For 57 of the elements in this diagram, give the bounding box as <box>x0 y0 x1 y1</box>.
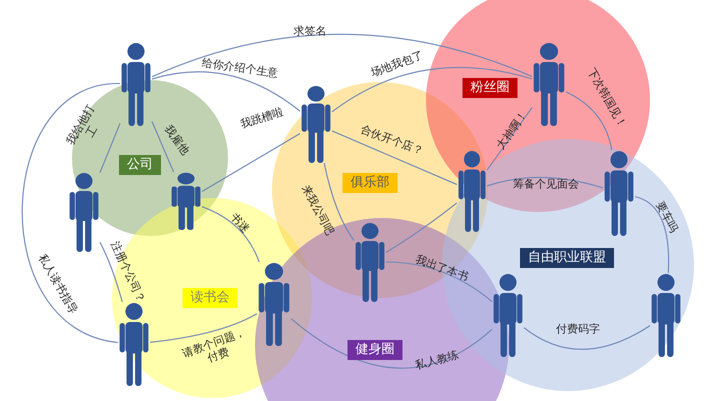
person-icon <box>354 222 386 302</box>
person-icon <box>257 262 291 346</box>
connector-line <box>100 123 120 173</box>
edge-label: 私人读书指导 <box>36 252 80 316</box>
connector-line <box>152 121 174 172</box>
group-label: 健身圈 <box>348 340 402 360</box>
connector-line <box>332 66 532 112</box>
edge-label: 求签名 <box>294 24 326 38</box>
person-icon <box>118 302 150 386</box>
edge-label: 给你介绍个生意 <box>200 56 280 80</box>
edge-label: 我雇他 <box>162 122 192 158</box>
person-icon <box>300 85 332 163</box>
connector-line <box>290 318 492 369</box>
connector-line <box>152 34 532 78</box>
edge-label: 场地我包了 <box>368 48 426 80</box>
person-icon <box>68 172 100 252</box>
edge-label: 我跳槽啦 <box>239 105 285 131</box>
edge-label: 书迷 <box>228 210 252 236</box>
connector-line <box>386 261 492 302</box>
person-icon <box>603 150 635 236</box>
edge-label: 我出了本书 <box>414 252 470 284</box>
connector-line <box>486 176 604 188</box>
edge-label: 筹备个见面会 <box>513 178 579 190</box>
person-icon <box>120 42 152 126</box>
connector-line <box>486 107 532 170</box>
edge-label: 合伙开个店？ <box>358 122 426 158</box>
connector-line <box>202 206 260 262</box>
edge-label: 来我公司吧 <box>299 182 337 238</box>
edge-label: 大神啊！ <box>494 108 530 152</box>
group-label: 读书会 <box>182 288 238 308</box>
connector-line <box>22 83 120 344</box>
connector-line <box>386 202 458 253</box>
connector-line <box>152 71 300 112</box>
edge-label: 下次韩国见！ <box>584 66 630 130</box>
connector-line <box>100 242 123 302</box>
person-icon <box>532 42 566 126</box>
group-label: 粉丝圈 <box>462 78 518 98</box>
connector-line <box>150 313 258 343</box>
edge-label: 付费码字 <box>556 322 600 336</box>
group-label: 公司 <box>119 155 161 175</box>
connector-line <box>324 162 354 241</box>
person-icon <box>457 150 487 232</box>
connector-line <box>202 133 300 192</box>
edge-label: 请教个问题，付费 <box>180 326 248 367</box>
person-icon <box>170 172 202 230</box>
connector-line <box>566 91 612 150</box>
person-icon <box>492 273 524 357</box>
group-label: 俱乐部 <box>342 173 398 193</box>
edge-label: 要车吗 <box>654 199 680 235</box>
person-icon <box>650 273 682 357</box>
connector-line <box>524 325 650 350</box>
connector-line <box>634 196 670 274</box>
edge-label: 我给他打工 <box>63 102 101 150</box>
edge-label: 注册个公司？ <box>108 239 148 305</box>
connector-line <box>332 130 458 186</box>
group-label: 自由职业联盟 <box>520 248 614 268</box>
edge-label: 私人教练 <box>414 348 460 372</box>
